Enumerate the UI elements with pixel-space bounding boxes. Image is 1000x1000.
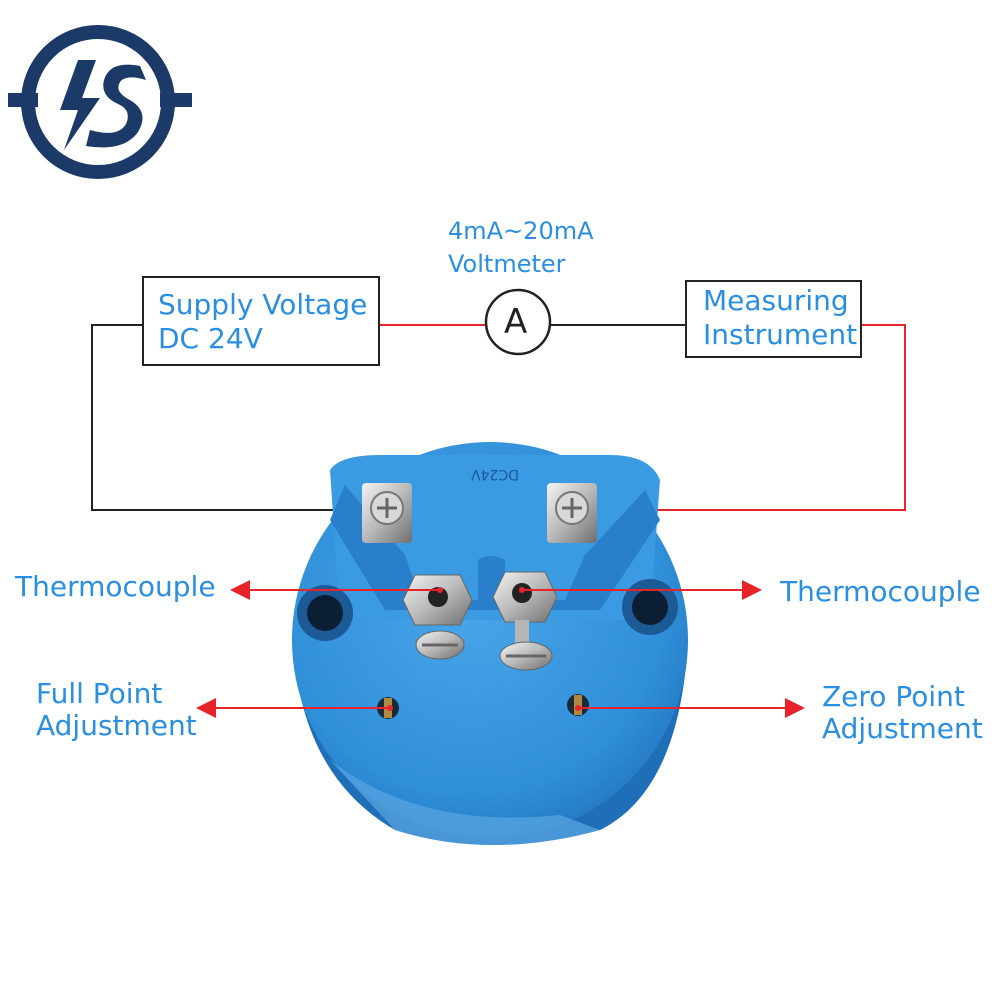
terminal-screw-left — [362, 483, 412, 543]
instrument-line2: Instrument — [703, 318, 858, 351]
label-full-point-line1: Full Point — [36, 677, 163, 710]
black-wire-left — [91, 324, 365, 511]
circuit-wires — [91, 324, 906, 511]
ammeter-symbol — [484, 288, 552, 356]
label-zero-point-line2: Adjustment — [822, 712, 983, 745]
mounting-hole-left — [297, 585, 353, 641]
label-thermocouple-right: Thermocouple — [780, 575, 981, 608]
thermocouple-terminal-left — [402, 574, 473, 660]
supply-line1: Supply Voltage — [158, 288, 368, 321]
red-wire-right — [585, 324, 906, 511]
label-zero-point-line1: Zero Point — [822, 680, 965, 713]
measuring-instrument-box: Measuring Instrument — [685, 280, 862, 358]
wire-end-dots — [387, 587, 581, 711]
supply-line2: DC 24V — [158, 322, 263, 355]
supply-voltage-box: Supply Voltage DC 24V — [142, 276, 380, 366]
thermocouple-terminal-right — [492, 571, 558, 671]
label-full-point-line2: Adjustment — [36, 709, 197, 742]
mounting-hole-right — [622, 579, 678, 635]
terminal-screw-right — [547, 483, 597, 543]
instrument-line1: Measuring — [703, 284, 849, 317]
ammeter-title-line2: Voltmeter — [448, 250, 566, 278]
callout-arrows — [196, 580, 805, 718]
top-marking: DC24V — [471, 466, 519, 482]
label-thermocouple-left: Thermocouple — [15, 570, 216, 603]
brand-logo — [8, 25, 192, 179]
transmitter-module: DC24V — [292, 442, 688, 845]
ammeter-letter: A — [504, 302, 528, 342]
ammeter-title-line1: 4mA~20mA — [448, 217, 594, 245]
